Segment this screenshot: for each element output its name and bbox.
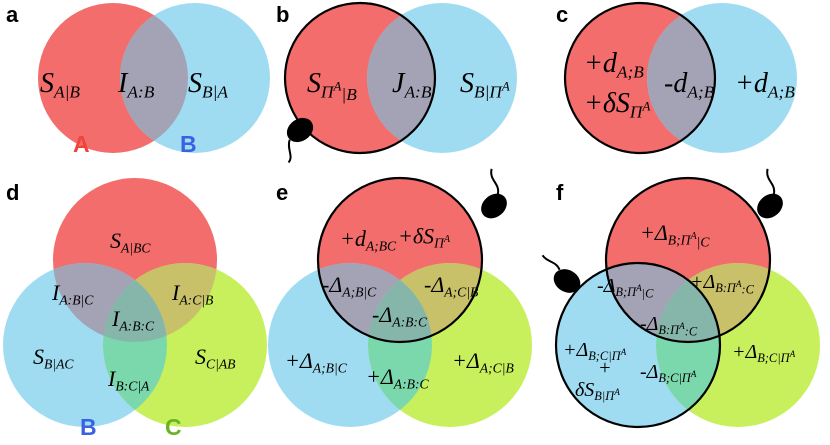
panel-letter-c: c bbox=[556, 2, 568, 27]
mouse-icon bbox=[541, 254, 581, 293]
label-S-B-given-A: SB|A bbox=[188, 65, 230, 102]
panel-a: a SA|B IA:B SB|A A B bbox=[6, 2, 270, 157]
label-minus-Delta-A-C-given-B: -ΔA;C|B bbox=[424, 269, 480, 299]
panel-letter-a: a bbox=[6, 2, 19, 27]
label-plus-Delta-A-C-given-B: +ΔA;C|B bbox=[452, 345, 516, 375]
label-delta-S-B-given-PiA: δSB|ΠA bbox=[575, 379, 622, 405]
panel-letter-b: b bbox=[276, 2, 289, 27]
set-label-B: B bbox=[180, 131, 197, 157]
outline-A bbox=[563, 1, 717, 155]
label-I-A-B: IA:B bbox=[117, 65, 157, 102]
label-S-PiA-given-B: SΠA|B bbox=[307, 67, 359, 104]
label-minus-Delta-B-PiA-C: -ΔB:ΠA:C bbox=[640, 312, 699, 338]
label-plus-Delta-A-B-given-C: +ΔA;B|C bbox=[285, 345, 349, 375]
overlap-ABC bbox=[103, 263, 167, 342]
label-plus-sign: + bbox=[598, 357, 612, 379]
set-label-C: C bbox=[165, 414, 182, 440]
label-top-A: +ΔB;ΠA|C bbox=[640, 219, 711, 249]
label-S-A-given-BC: SA|BC bbox=[110, 225, 152, 255]
label-minus-d-A-B: -dA;B bbox=[664, 65, 717, 102]
panel-f: f +ΔB;ΠA|C -ΔB;ΠA|C +ΔB:ΠA:C -ΔB:ΠA:C +Δ… bbox=[541, 168, 820, 429]
label-I-A-B-given-C: IA:B|C bbox=[51, 277, 95, 307]
label-plus-d-A-B: +dA;B bbox=[584, 45, 646, 82]
label-plus-Delta-A-B-C: +ΔA:B:C bbox=[366, 361, 430, 391]
overlap-ABC bbox=[368, 263, 432, 342]
set-label-B: B bbox=[80, 414, 97, 440]
label-top-A: +dA;BC +δSΠA bbox=[340, 223, 452, 253]
label-minus-Delta-A-B-given-C: -ΔA;B|C bbox=[322, 269, 378, 299]
panel-b: b SΠA|B JA:B SB|ΠA bbox=[276, 1, 517, 164]
label-J-A-B: JA:B bbox=[392, 65, 434, 102]
label-minus-Delta-B-PiA-given-C: -ΔB;ΠA|C bbox=[597, 274, 655, 300]
overlap-AB bbox=[647, 3, 715, 153]
label-I-A-B-C: IA:B:C bbox=[111, 303, 156, 333]
label-I-A-C-given-B: IA:C|B bbox=[171, 277, 215, 307]
mouse-icon bbox=[481, 168, 507, 219]
label-plus-Delta-B-PiA-C: +ΔB:ΠA:C bbox=[690, 270, 756, 296]
label-plus-Delta-B-C-given-PiA: +ΔB;C|ΠA bbox=[563, 339, 628, 365]
label-minus-Delta-A-B-C: -ΔA:B:C bbox=[372, 299, 429, 329]
overlap-AB bbox=[367, 3, 435, 153]
label-plus-Delta-B-C-given-PiA-right: +ΔB;C|ΠA bbox=[732, 341, 797, 367]
outline-A bbox=[604, 176, 772, 344]
panel-d: d A SA|BC IA:B|C IA:C|B IA:B:C SB|AC SC|… bbox=[3, 178, 267, 440]
label-plus-delta-S-PiA: +δSΠA bbox=[584, 88, 653, 124]
label-S-C-given-AB: SC|AB bbox=[195, 341, 237, 371]
mouse-icon bbox=[286, 117, 314, 164]
outline-A bbox=[316, 176, 484, 344]
label-S-B-given-AC: SB|AC bbox=[33, 341, 75, 371]
label-S-B-given-PiA: SB|ΠA bbox=[460, 68, 512, 104]
overlap-AB bbox=[120, 3, 188, 153]
panel-letter-d: d bbox=[6, 180, 19, 205]
panel-e: e +dA;BC +δSΠA -ΔA;B|C -ΔA;C|B -ΔA:B:C +… bbox=[268, 168, 532, 427]
label-minus-Delta-B-C-given-PiA: -ΔB;C|ΠA bbox=[640, 361, 698, 387]
outline-A bbox=[283, 1, 437, 155]
panel-letter-e: e bbox=[276, 180, 288, 205]
panel-c: c +dA;B +δSΠA -dA;B +dA;B bbox=[556, 1, 797, 155]
mouse-icon bbox=[757, 168, 783, 219]
overlap-ABC bbox=[656, 263, 720, 342]
label-plus-d-A-B-right: +dA;B bbox=[735, 65, 797, 102]
label-S-A-given-B: SA|B bbox=[40, 65, 82, 102]
panel-letter-f: f bbox=[556, 180, 564, 205]
label-I-B-C-given-A: IB:C|A bbox=[107, 363, 151, 393]
set-label-A: A bbox=[73, 131, 90, 157]
outline-B bbox=[554, 261, 722, 429]
